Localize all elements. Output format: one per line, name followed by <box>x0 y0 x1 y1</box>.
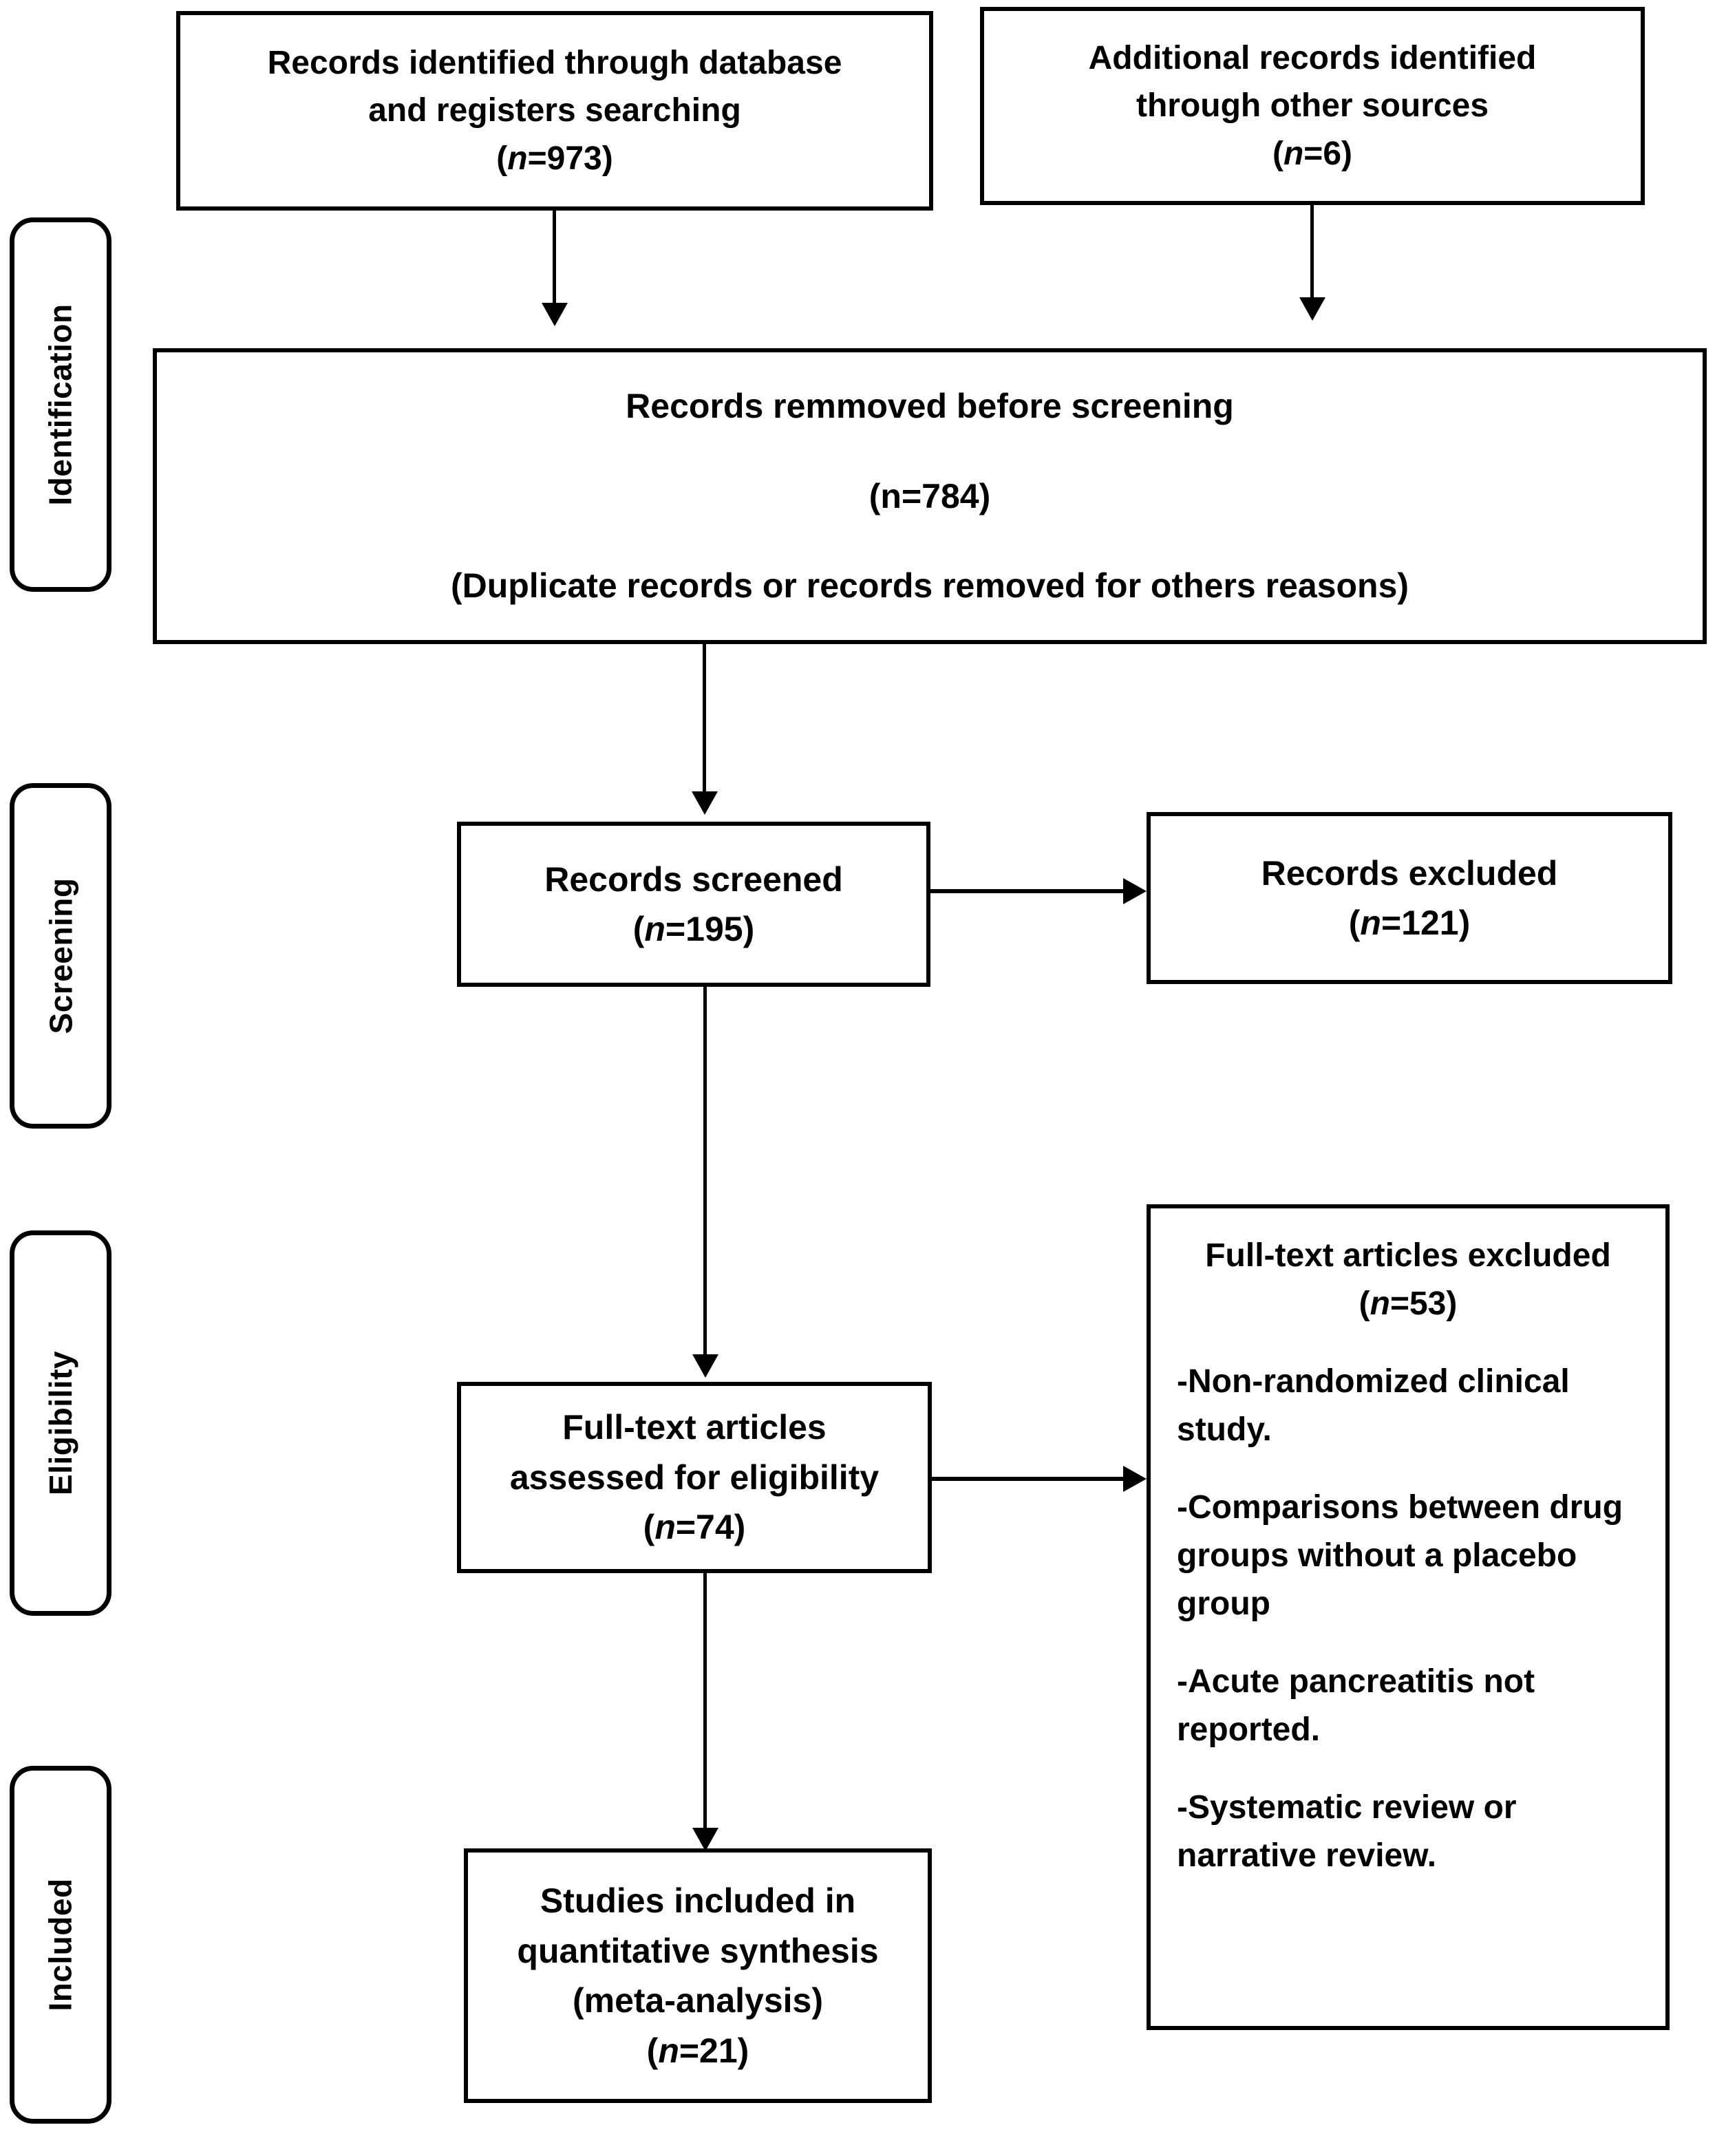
stage-label-screening: Screening <box>43 877 79 1034</box>
connector-removed-to-screened <box>703 644 706 796</box>
n-italic: n <box>1283 135 1304 172</box>
fulltext-excluded-reason-2: -Comparisons between drug groups without… <box>1177 1489 1623 1622</box>
arrowhead-fulltext-to-excluded <box>1123 1466 1147 1492</box>
stage-label-eligibility: Eligibility <box>43 1351 78 1495</box>
box-records-excluded: Records excluded (n=121) <box>1147 812 1672 984</box>
studies-included-line1: Studies included in <box>540 1881 856 1920</box>
fulltext-assessed-line2: assessed for eligibility <box>509 1458 880 1497</box>
box-records-removed-before-screening: Records remmoved before screening (n=784… <box>153 348 1707 644</box>
n-italic: n <box>658 2031 679 2070</box>
n-italic: n <box>507 140 528 177</box>
fulltext-excluded-count-value: =53) <box>1389 1285 1458 1322</box>
box-fulltext-articles-excluded: Full-text articles excluded (n=53) -Non-… <box>1147 1204 1670 2030</box>
records-screened-count-value: =195) <box>665 910 755 948</box>
records-excluded-count-value: =121) <box>1381 904 1471 942</box>
connector-other-sources-to-removed <box>1310 205 1314 301</box>
box-studies-included: Studies included in quantitative synthes… <box>464 1848 932 2103</box>
arrowhead-other-sources-to-removed <box>1299 297 1325 321</box>
fulltext-assessed-line1: Full-text articles <box>562 1408 827 1447</box>
box-records-screened: Records screened (n=195) <box>457 822 930 987</box>
studies-included-count-value: =21) <box>679 2031 749 2070</box>
arrowhead-screened-to-fulltext <box>692 1354 718 1378</box>
records-excluded-line1: Records excluded <box>1261 853 1558 893</box>
connector-fulltext-to-included <box>703 1573 707 1832</box>
other-sources-count-value: =6) <box>1303 135 1353 172</box>
connector-screened-to-fulltext <box>703 987 707 1358</box>
connector-fulltext-to-excluded <box>932 1477 1125 1481</box>
arrowhead-screened-to-excluded <box>1123 878 1147 904</box>
fulltext-assessed-count-value: =74) <box>675 1508 746 1547</box>
records-screened-line1: Records screened <box>544 860 843 899</box>
database-search-count: (n=973) <box>496 140 613 177</box>
connector-screened-to-excluded <box>930 889 1125 893</box>
studies-included-line3: (meta-analysis) <box>572 1981 824 2020</box>
stage-label-included: Included <box>43 1878 78 2011</box>
fulltext-excluded-reason-4: -Systematic review or narrative review. <box>1177 1789 1517 1874</box>
database-search-line1: Records identified through database <box>267 44 842 81</box>
fulltext-excluded-reason-3: -Acute pancreatitis not reported. <box>1177 1663 1535 1748</box>
n-italic: n <box>1370 1285 1390 1322</box>
database-search-count-value: =973) <box>527 140 613 177</box>
records-excluded-count: (n=121) <box>1348 904 1471 942</box>
connector-database-to-removed <box>553 211 556 307</box>
box-records-identified-database: Records identified through database and … <box>176 11 933 211</box>
fulltext-excluded-count: (n=53) <box>1359 1285 1458 1322</box>
arrowhead-database-to-removed <box>542 303 568 326</box>
fulltext-excluded-heading: Full-text articles excluded <box>1205 1237 1611 1274</box>
removed-count: (n=784) <box>869 476 991 515</box>
stage-pill-identification: Identification <box>10 217 111 592</box>
stage-pill-included: Included <box>10 1766 111 2124</box>
other-sources-count: (n=6) <box>1272 135 1353 172</box>
stage-pill-eligibility: Eligibility <box>10 1230 111 1616</box>
records-screened-count: (n=195) <box>632 910 755 948</box>
box-records-identified-other-sources: Additional records identified through ot… <box>980 7 1645 205</box>
stage-label-identification: Identification <box>43 303 79 506</box>
studies-included-line2: quantitative synthesis <box>517 1931 879 1970</box>
studies-included-count: (n=21) <box>646 2031 749 2070</box>
fulltext-assessed-count: (n=74) <box>643 1508 746 1547</box>
arrowhead-fulltext-to-included <box>692 1828 718 1851</box>
database-search-line2: and registers searching <box>368 92 741 129</box>
other-sources-line2: through other sources <box>1136 87 1489 125</box>
arrowhead-removed-to-screened <box>692 791 718 815</box>
other-sources-line1: Additional records identified <box>1088 39 1537 76</box>
n-italic: n <box>654 1508 676 1547</box>
n-italic: n <box>644 910 665 948</box>
removed-reason-note: (Duplicate records or records removed fo… <box>450 566 1409 606</box>
fulltext-excluded-reason-1: -Non-randomized clinical study. <box>1177 1363 1570 1448</box>
stage-pill-screening: Screening <box>10 783 111 1129</box>
box-fulltext-assessed-eligibility: Full-text articles assessed for eligibil… <box>457 1382 932 1573</box>
n-italic: n <box>1360 904 1381 942</box>
removed-line1: Records remmoved before screening <box>626 387 1234 426</box>
